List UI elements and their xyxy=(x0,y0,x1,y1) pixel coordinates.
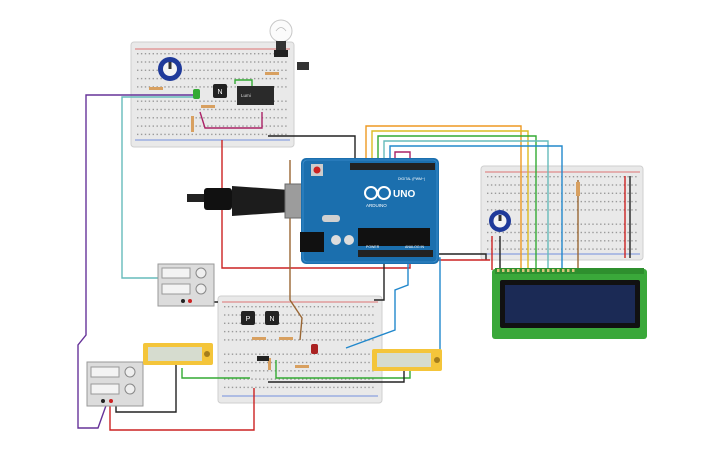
wire-purple xyxy=(77,94,196,429)
arduino-analog-label: ANALOG IN xyxy=(405,245,425,249)
knob-icon[interactable] xyxy=(158,57,182,81)
arduino-uno[interactable]: UNO ARDUINO DIGITAL (PWM~) POWER ANALOG … xyxy=(300,158,439,264)
wire-green-mm1 xyxy=(181,368,250,379)
top-resistors xyxy=(149,72,279,132)
right-resistor xyxy=(576,182,580,196)
bulb-icon[interactable] xyxy=(269,19,293,57)
bottom-resistors xyxy=(252,337,309,370)
top-switch[interactable] xyxy=(297,62,309,70)
multimeter-right[interactable] xyxy=(372,349,442,371)
wire-brown xyxy=(289,160,303,341)
breadboard-holes xyxy=(224,306,374,389)
breadboard-bottom[interactable] xyxy=(217,295,383,404)
arduino-digital-label: DIGITAL (PWM~) xyxy=(398,177,425,181)
arduino-brand: ARDUINO xyxy=(366,203,387,208)
wire-black-lcd2 xyxy=(436,253,487,260)
wire-blue-b xyxy=(345,258,409,349)
power-supply-bottom[interactable] xyxy=(86,361,144,407)
multimeter-left[interactable] xyxy=(143,343,213,365)
arduino-power-label: POWER xyxy=(366,245,380,249)
pnp-label: P xyxy=(246,316,251,323)
arduino-model: UNO xyxy=(393,189,415,200)
wire-teal-lcd xyxy=(383,140,549,270)
top-transistor[interactable]: N xyxy=(213,84,227,98)
relay[interactable]: Lumi xyxy=(237,86,274,105)
top-transistor-label: N xyxy=(217,89,222,96)
wire-magenta-top xyxy=(199,111,263,129)
npn-transistor[interactable]: N xyxy=(265,311,279,325)
wire-black-b xyxy=(374,258,385,301)
relay-label: Lumi xyxy=(241,93,251,98)
green-led[interactable] xyxy=(193,89,200,99)
red-led[interactable] xyxy=(311,344,318,354)
wire-red-bot xyxy=(109,388,255,431)
pnp-transistor[interactable]: P xyxy=(241,311,255,325)
wire-blue-c xyxy=(420,257,441,355)
wire-orange xyxy=(365,125,522,270)
wire-green-lcd xyxy=(377,135,537,270)
knob-icon[interactable] xyxy=(489,210,511,232)
npn-label: N xyxy=(269,316,274,323)
lcd-display[interactable] xyxy=(492,268,647,339)
usb-cable[interactable] xyxy=(187,183,310,219)
wire-black-bot2 xyxy=(268,368,405,383)
wire-green-bot xyxy=(275,360,411,379)
lcd-pins xyxy=(497,269,575,272)
wire-yellow xyxy=(371,130,529,270)
power-supply-top[interactable] xyxy=(157,263,215,307)
breadboard-holes xyxy=(137,53,287,136)
